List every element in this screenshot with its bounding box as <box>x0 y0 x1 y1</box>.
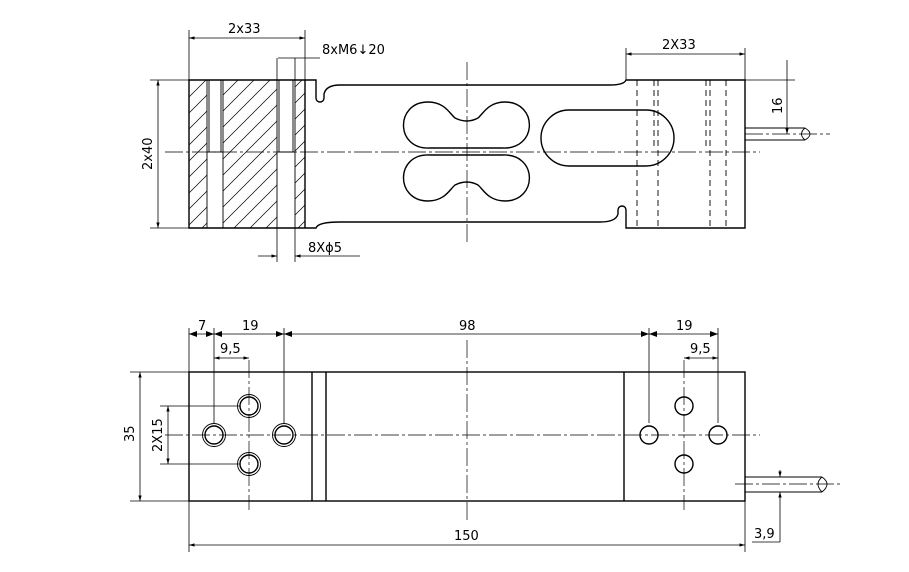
dim-7: 7 <box>198 319 206 334</box>
dim-hole-spacing-right: 2X33 <box>662 38 696 53</box>
dim-150: 150 <box>454 529 479 544</box>
dim-98: 98 <box>459 319 476 334</box>
top-view: 2x33 8xM6↓20 2X33 2x40 16 8Xϕ5 <box>141 22 830 262</box>
section-hatching <box>189 80 305 228</box>
dim-35: 35 <box>123 425 138 442</box>
dim-cable-offset: 16 <box>771 97 786 114</box>
dim-19-right: 19 <box>676 319 693 334</box>
dim-height: 2x40 <box>141 137 156 170</box>
dim-thread: 8xM6↓20 <box>322 43 385 58</box>
dim-19-left: 19 <box>242 319 259 334</box>
dim-hole-spacing-left: 2x33 <box>228 22 261 37</box>
binocular-cutout <box>402 101 530 149</box>
cable-slot <box>540 109 675 167</box>
front-view: 7 19 98 19 9,5 9,5 35 2X15 150 3,9 <box>123 319 840 552</box>
dim-bore: 8Xϕ5 <box>308 241 342 256</box>
dim-3-9: 3,9 <box>754 527 775 542</box>
dim-2x15: 2X15 <box>151 418 166 452</box>
top-body-outline <box>188 79 746 229</box>
dim-9-5-right: 9,5 <box>690 342 711 357</box>
dim-9-5-left: 9,5 <box>220 342 241 357</box>
